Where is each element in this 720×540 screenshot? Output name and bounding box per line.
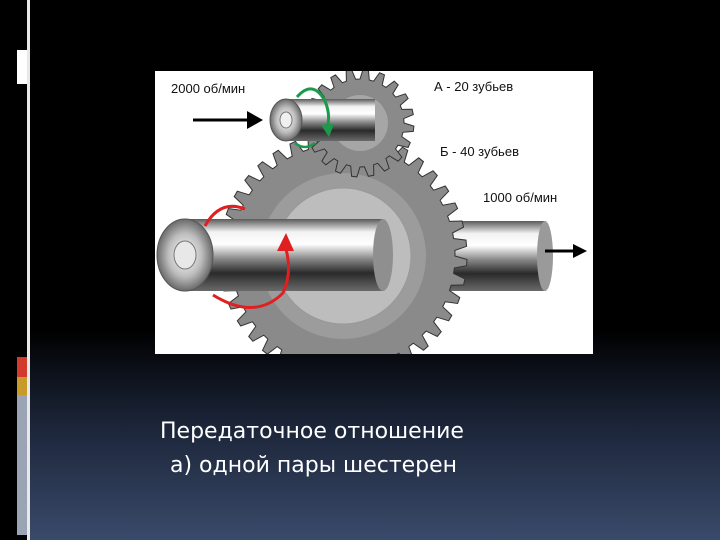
input-main-shaft bbox=[156, 218, 393, 292]
input-speed-label: 2000 об/мин bbox=[171, 81, 246, 96]
caption-line-1: Передаточное отношение bbox=[160, 419, 464, 444]
caption-line-2: а) одной пары шестерен bbox=[170, 453, 458, 478]
output-speed-label: 1000 об/мин bbox=[483, 190, 558, 205]
accent-mark-red bbox=[17, 357, 27, 377]
gear-drawing bbox=[156, 71, 587, 354]
red-rotation-arrow bbox=[203, 204, 294, 309]
output-direction-arrow bbox=[545, 244, 587, 258]
input-small-shaft bbox=[269, 98, 375, 142]
accent-mark-top bbox=[17, 50, 27, 84]
accent-mark-gray bbox=[17, 395, 27, 535]
gear-diagram: 2000 об/мин А - 20 зубьев Б - 40 зубьев … bbox=[155, 71, 593, 354]
green-rotation-arrow bbox=[294, 87, 334, 149]
input-direction-arrow bbox=[193, 111, 263, 129]
left-accent-line bbox=[27, 0, 30, 540]
gear-b-label: Б - 40 зубьев bbox=[440, 144, 519, 159]
slide-caption: Передаточное отношение а) одной пары шес… bbox=[160, 415, 464, 483]
accent-mark-gold bbox=[17, 377, 27, 395]
gear-a-label: А - 20 зубьев bbox=[434, 79, 514, 94]
